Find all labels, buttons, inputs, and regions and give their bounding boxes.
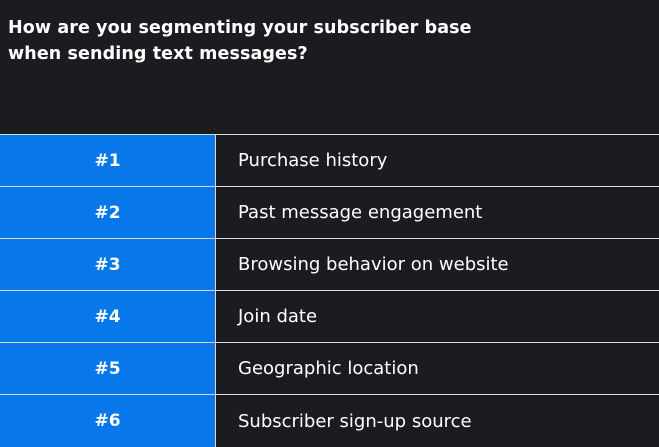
segment-label: Geographic location <box>215 343 659 394</box>
page-title: How are you segmenting your subscriber b… <box>8 15 568 67</box>
rank-cell: #6 <box>0 395 215 447</box>
table-row: #1 Purchase history <box>0 135 659 187</box>
table-row: #2 Past message engagement <box>0 187 659 239</box>
rank-cell: #5 <box>0 343 215 394</box>
ranking-table: #1 Purchase history #2 Past message enga… <box>0 134 659 447</box>
segment-label: Subscriber sign-up source <box>215 395 659 447</box>
rank-cell: #4 <box>0 291 215 342</box>
segment-label: Purchase history <box>215 135 659 186</box>
segment-label: Join date <box>215 291 659 342</box>
table-row: #6 Subscriber sign-up source <box>0 395 659 447</box>
table-row: #5 Geographic location <box>0 343 659 395</box>
title-line-2: when sending text messages? <box>8 44 308 64</box>
rank-cell: #3 <box>0 239 215 290</box>
rank-cell: #1 <box>0 135 215 186</box>
rank-cell: #2 <box>0 187 215 238</box>
segment-label: Past message engagement <box>215 187 659 238</box>
table-row: #3 Browsing behavior on website <box>0 239 659 291</box>
segment-label: Browsing behavior on website <box>215 239 659 290</box>
table-row: #4 Join date <box>0 291 659 343</box>
title-line-1: How are you segmenting your subscriber b… <box>8 18 472 38</box>
